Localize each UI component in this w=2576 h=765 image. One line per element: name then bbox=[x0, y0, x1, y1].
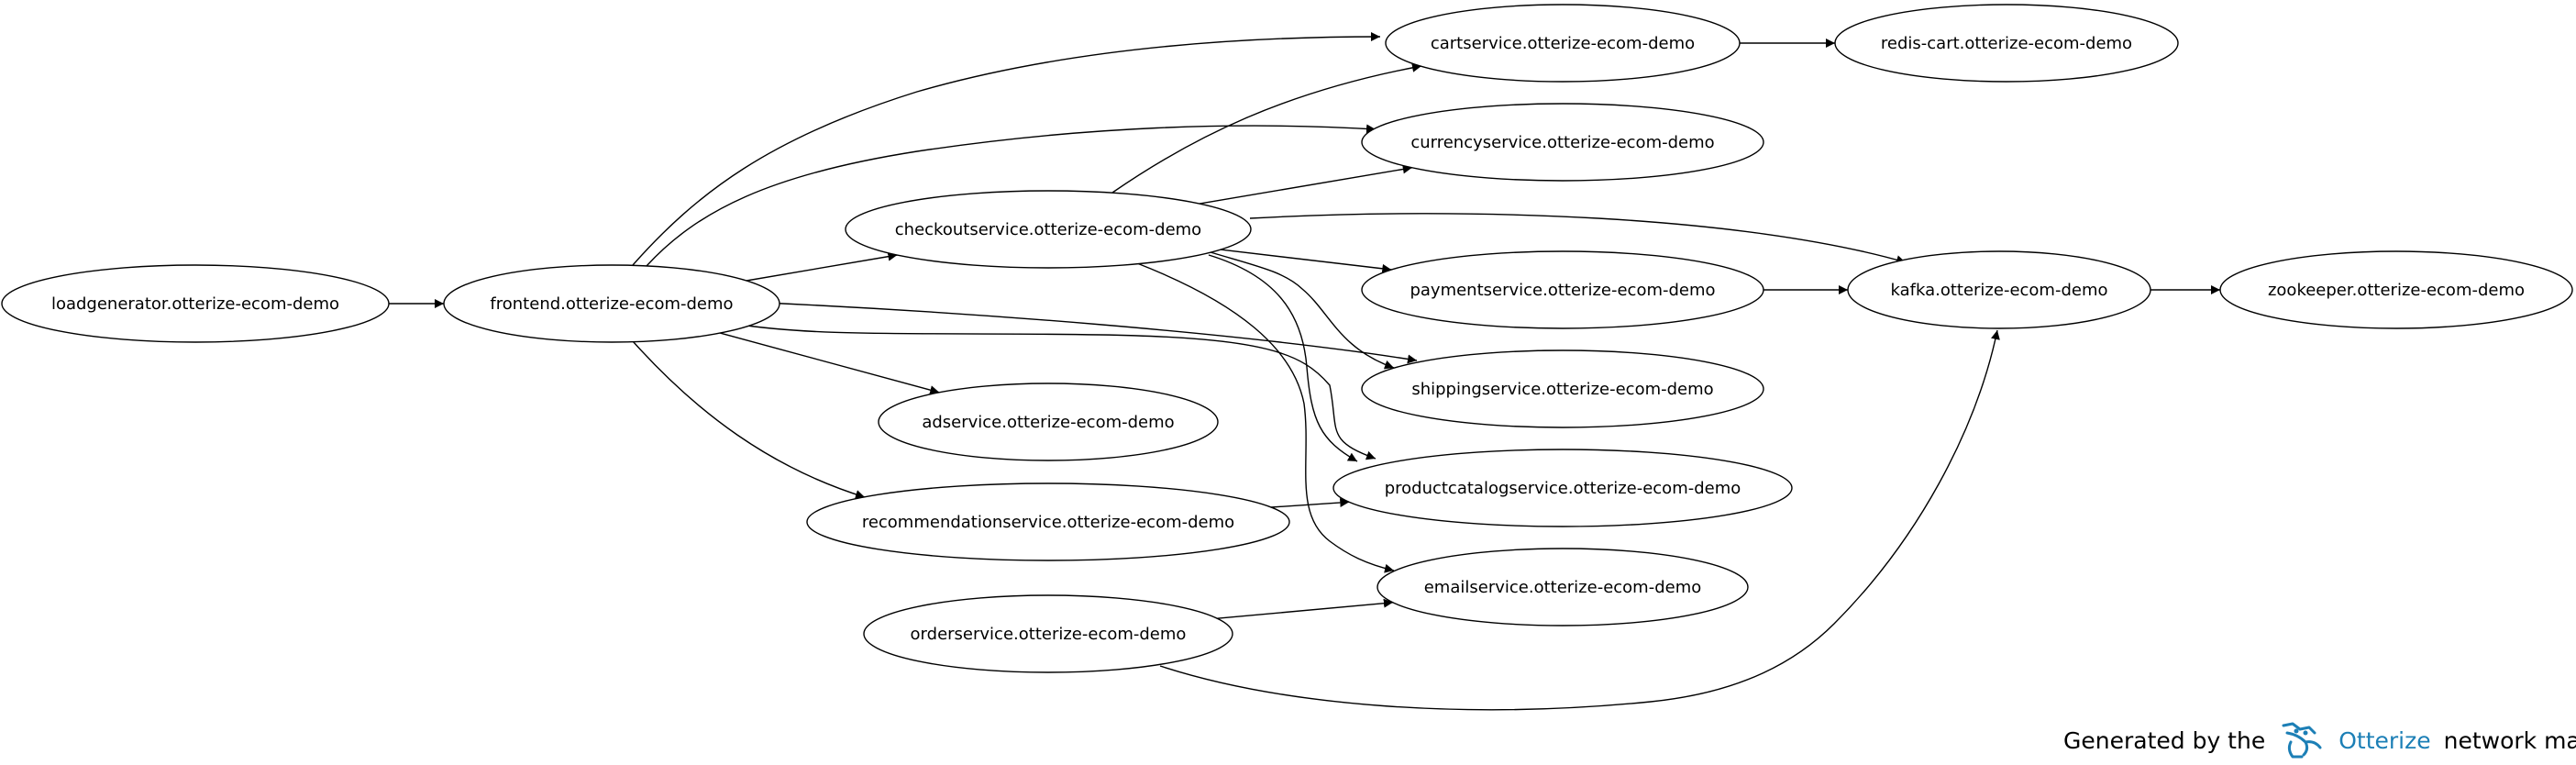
node-kafka[interactable]: kafka.otterize-ecom-demo bbox=[1847, 250, 2151, 329]
footer-suffix: network mapper bbox=[2443, 726, 2576, 754]
node-productcatalogservice[interactable]: productcatalogservice.otterize-ecom-demo bbox=[1332, 449, 1793, 527]
node-paymentservice-shape bbox=[1361, 250, 1764, 329]
edge-frontend-to-checkoutservice bbox=[746, 251, 898, 282]
edge-recommendationservice-to-productcatalogservice bbox=[1271, 497, 1350, 508]
node-productcatalogservice-shape bbox=[1332, 449, 1793, 527]
node-shippingservice-label: shippingservice.otterize-ecom-demo bbox=[1411, 380, 1713, 399]
node-orderservice-label: orderservice.otterize-ecom-demo bbox=[911, 625, 1187, 644]
node-orderservice[interactable]: orderservice.otterize-ecom-demo bbox=[863, 594, 1233, 673]
node-productcatalogservice-label: productcatalogservice.otterize-ecom-demo bbox=[1385, 479, 1741, 498]
footer-attribution: Generated by the Otterize network mapper bbox=[2063, 717, 2576, 763]
node-recommendationservice-shape bbox=[806, 482, 1290, 561]
node-adservice-label: adservice.otterize-ecom-demo bbox=[922, 413, 1174, 432]
nodes: loadgenerator.otterize-ecom-demo frontend… bbox=[1, 4, 2573, 673]
node-zookeeper-label: zookeeper.otterize-ecom-demo bbox=[2268, 281, 2525, 300]
node-currencyservice-label: currencyservice.otterize-ecom-demo bbox=[1410, 133, 1714, 152]
node-loadgenerator-label: loadgenerator.otterize-ecom-demo bbox=[51, 294, 339, 314]
node-frontend-label: frontend.otterize-ecom-demo bbox=[490, 294, 733, 314]
edge-checkoutservice-to-kafka bbox=[1249, 213, 1907, 265]
node-currencyservice-shape bbox=[1361, 103, 1764, 182]
node-shippingservice-shape bbox=[1361, 349, 1764, 428]
edge-frontend-to-productcatalogservice bbox=[733, 323, 1376, 460]
node-recommendationservice-label: recommendationservice.otterize-ecom-demo bbox=[862, 513, 1234, 532]
edge-frontend-to-currencyservice bbox=[646, 124, 1376, 267]
node-adservice[interactable]: adservice.otterize-ecom-demo bbox=[878, 382, 1219, 461]
node-adservice-shape bbox=[878, 382, 1219, 461]
edge-orderservice-to-emailservice bbox=[1217, 598, 1393, 619]
edges bbox=[389, 32, 2220, 711]
node-zookeeper[interactable]: zookeeper.otterize-ecom-demo bbox=[2219, 250, 2573, 329]
edge-orderservice-to-kafka bbox=[1159, 329, 2000, 711]
node-loadgenerator-shape bbox=[1, 264, 390, 343]
edge-frontend-to-recommendationservice bbox=[632, 340, 866, 499]
node-currencyservice[interactable]: currencyservice.otterize-ecom-demo bbox=[1361, 103, 1764, 182]
edge-checkoutservice-to-productcatalogservice bbox=[1208, 254, 1358, 462]
node-emailservice-shape bbox=[1376, 548, 1749, 626]
node-kafka-label: kafka.otterize-ecom-demo bbox=[1890, 281, 2107, 300]
edge-frontend-to-cartservice bbox=[632, 32, 1381, 266]
edge-checkoutservice-to-cartservice bbox=[1111, 62, 1422, 194]
node-checkoutservice-label: checkoutservice.otterize-ecom-demo bbox=[895, 220, 1201, 239]
node-redis-cart[interactable]: redis-cart.otterize-ecom-demo bbox=[1834, 4, 2179, 83]
node-emailservice-label: emailservice.otterize-ecom-demo bbox=[1424, 578, 1702, 597]
node-zookeeper-shape bbox=[2219, 250, 2573, 329]
node-loadgenerator[interactable]: loadgenerator.otterize-ecom-demo bbox=[1, 264, 390, 343]
node-frontend[interactable]: frontend.otterize-ecom-demo bbox=[443, 264, 780, 343]
node-paymentservice-label: paymentservice.otterize-ecom-demo bbox=[1410, 281, 1715, 300]
node-orderservice-shape bbox=[863, 594, 1233, 673]
edge-checkoutservice-to-paymentservice bbox=[1220, 249, 1392, 273]
node-recommendationservice[interactable]: recommendationservice.otterize-ecom-demo bbox=[806, 482, 1290, 561]
node-emailservice[interactable]: emailservice.otterize-ecom-demo bbox=[1376, 548, 1749, 626]
node-kafka-shape bbox=[1847, 250, 2151, 329]
node-checkoutservice-shape bbox=[845, 190, 1252, 269]
footer-brand: Otterize bbox=[2338, 726, 2431, 754]
edge-frontend-to-adservice bbox=[720, 332, 940, 395]
edge-checkoutservice-to-shippingservice bbox=[1210, 251, 1395, 370]
edge-checkoutservice-to-currencyservice bbox=[1199, 164, 1412, 205]
node-paymentservice[interactable]: paymentservice.otterize-ecom-demo bbox=[1361, 250, 1764, 329]
node-frontend-shape bbox=[443, 264, 780, 343]
otter-logo-icon bbox=[2282, 722, 2322, 759]
node-cartservice-shape bbox=[1385, 4, 1741, 83]
node-cartservice[interactable]: cartservice.otterize-ecom-demo bbox=[1385, 4, 1741, 83]
footer-prefix: Generated by the bbox=[2063, 726, 2266, 754]
node-redis-cart-label: redis-cart.otterize-ecom-demo bbox=[1881, 34, 2132, 53]
node-checkoutservice[interactable]: checkoutservice.otterize-ecom-demo bbox=[845, 190, 1252, 269]
edge-checkoutservice-to-emailservice bbox=[1136, 262, 1395, 573]
node-cartservice-label: cartservice.otterize-ecom-demo bbox=[1431, 34, 1695, 53]
node-redis-cart-shape bbox=[1834, 4, 2179, 83]
node-shippingservice[interactable]: shippingservice.otterize-ecom-demo bbox=[1361, 349, 1764, 428]
edge-frontend-to-shippingservice bbox=[763, 302, 1418, 364]
